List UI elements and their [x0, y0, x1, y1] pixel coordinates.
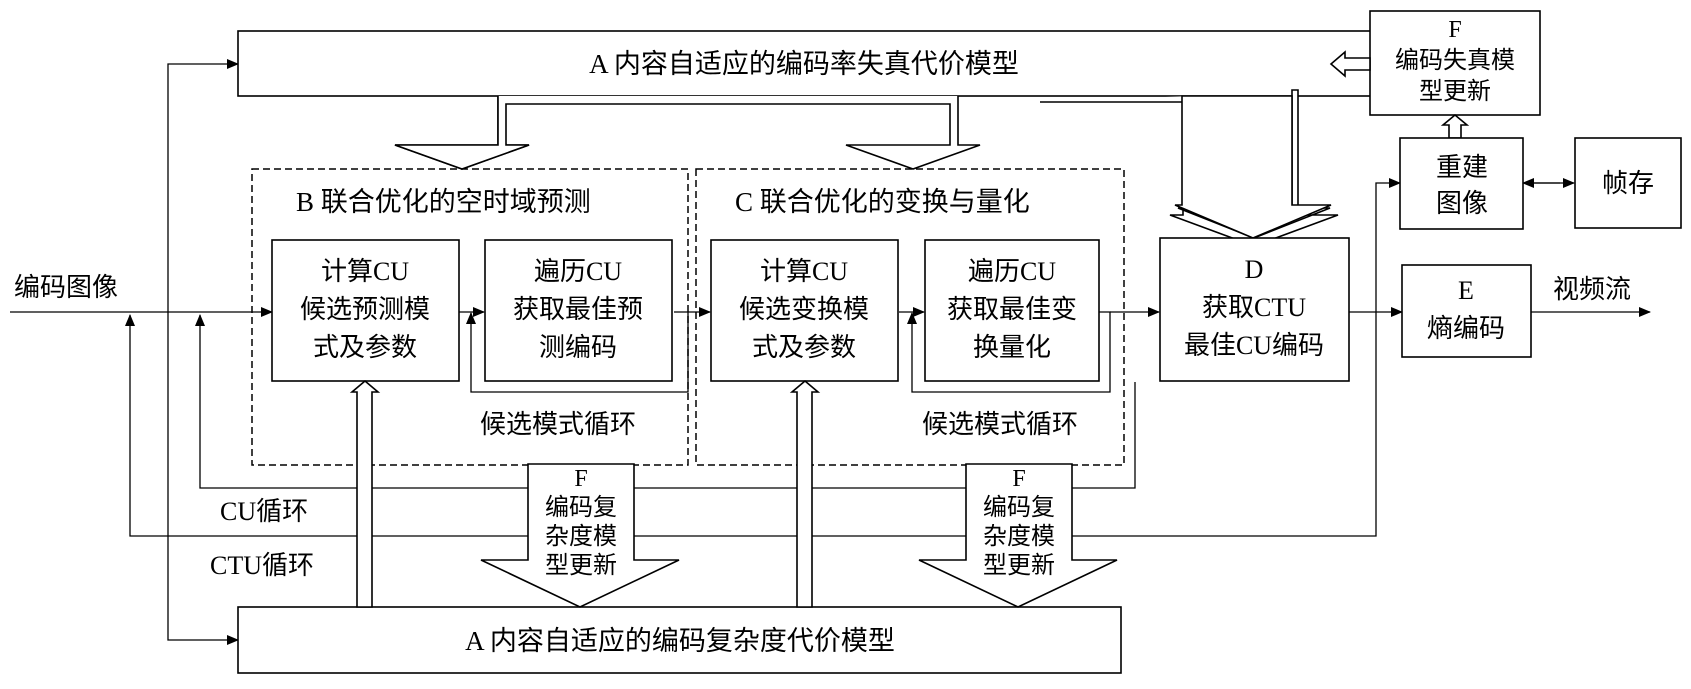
f-arrow-1-line-4: 型更新: [545, 552, 617, 579]
box-c2-line-3: 换量化: [973, 333, 1051, 362]
box-b1-line-1: 计算CU: [321, 257, 409, 286]
f-arrow-1-line-3: 杂度模: [545, 523, 617, 550]
group-b-title: B 联合优化的空时域预测: [296, 187, 591, 217]
ctu-loop-label: CTU循环: [210, 551, 314, 580]
model-a-rd-label: A 内容自适应的编码率失真代价模型: [589, 49, 1019, 79]
input-label: 编码图像: [14, 273, 118, 302]
box-b1-line-3: 式及参数: [313, 333, 417, 362]
box-f-top-line-1: F: [1448, 17, 1461, 43]
box-d-line-1: D: [1245, 255, 1264, 284]
recon-to-f-arrow: [1443, 115, 1467, 138]
f-arrow-1-line-1: F: [574, 466, 587, 492]
bottom-to-c1-arrow: [792, 381, 818, 607]
model-a-cx-label: A 内容自适应的编码复杂度代价模型: [465, 626, 895, 656]
box-e-line-1: E: [1458, 276, 1474, 305]
box-c2-line-1: 遍历CU: [968, 257, 1056, 286]
box-c2-line-2: 获取最佳变: [947, 295, 1077, 324]
group-b-loop-label: 候选模式循环: [480, 410, 636, 439]
f-arrow-2-line-4: 型更新: [983, 552, 1055, 579]
box-c1-line-3: 式及参数: [752, 333, 856, 362]
box-b2-line-3: 测编码: [539, 333, 617, 362]
d-to-reconstruction: [1376, 183, 1400, 312]
box-reconstruction-line-2: 图像: [1436, 189, 1488, 218]
box-f-top-line-3: 型更新: [1419, 78, 1491, 105]
box-b2-line-2: 获取最佳预: [513, 295, 643, 324]
box-d-line-3: 最佳CU编码: [1184, 331, 1324, 360]
box-f-top-line-2: 编码失真模: [1395, 47, 1515, 74]
f-arrow-2-line-1: F: [1012, 466, 1025, 492]
box-c1-line-2: 候选变换模: [739, 295, 869, 324]
box-frame-buffer-label: 帧存: [1602, 169, 1654, 198]
f-arrow-1-line-2: 编码复: [545, 494, 617, 521]
output-label: 视频流: [1553, 275, 1631, 304]
group-c-title: C 联合优化的变换与量化: [735, 187, 1030, 217]
input-to-model-a-rd: [168, 64, 238, 312]
f-arrow-2-line-3: 杂度模: [983, 523, 1055, 550]
bottom-to-b1-arrow: [352, 381, 378, 607]
box-d-line-2: 获取CTU: [1202, 293, 1306, 322]
cu-loop-label: CU循环: [220, 497, 308, 526]
box-b2-line-1: 遍历CU: [534, 257, 622, 286]
group-c-loop-label: 候选模式循环: [922, 410, 1078, 439]
top-to-bc-arrows: [395, 96, 980, 169]
input-to-model-a-cx: [168, 312, 238, 640]
f-arrow-2-line-2: 编码复: [983, 494, 1055, 521]
box-e-line-2: 熵编码: [1427, 314, 1505, 343]
box-b1-line-2: 候选预测模: [300, 295, 430, 324]
box-c1-line-1: 计算CU: [760, 257, 848, 286]
box-reconstruction-line-1: 重建: [1436, 153, 1488, 182]
